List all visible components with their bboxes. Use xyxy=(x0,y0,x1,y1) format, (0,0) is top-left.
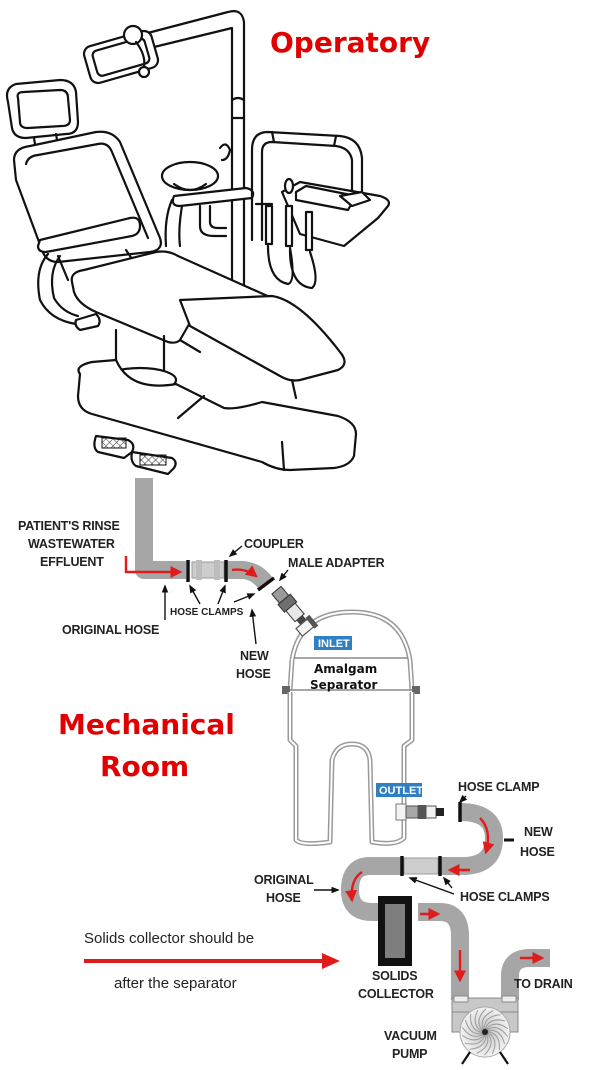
dental-chair-illustration xyxy=(5,10,391,476)
cuspidor xyxy=(160,143,255,248)
coupler-lower xyxy=(403,857,439,875)
chair-headrest xyxy=(5,78,80,152)
solids-collector-label-line1: SOLIDS xyxy=(372,969,417,983)
hose-clamp xyxy=(256,576,276,592)
amalgam-separator: INLET Amalgam Separator OUTLET xyxy=(282,609,444,847)
pump-vane xyxy=(470,1013,481,1033)
upper-plumbing xyxy=(124,478,307,625)
pump-vane xyxy=(484,1034,492,1056)
effluent-label-line2: WASTEWATER xyxy=(28,537,115,551)
inlet-label: INLET xyxy=(318,638,350,650)
original-hose-lower-label-line2: HOSE xyxy=(266,891,301,905)
flow-arrow xyxy=(479,817,495,855)
pump-vane xyxy=(489,1031,500,1051)
effluent-label-line3: EFFLUENT xyxy=(40,555,104,569)
pump-vane xyxy=(487,1023,509,1030)
new-hose-label-line1: NEW xyxy=(240,649,269,663)
new-hose-label-line2: HOSE xyxy=(236,667,271,681)
chair-backrest xyxy=(12,130,162,282)
outlet-fitting xyxy=(395,803,444,821)
hose-clamps-label: HOSE CLAMPS xyxy=(170,607,244,618)
lower-labels: HOSE CLAMP NEW HOSE ORIGINAL HOSE HOSE C… xyxy=(254,780,573,1061)
pump-vane xyxy=(476,1036,489,1054)
pump-vane xyxy=(481,1010,494,1028)
outlet-tag xyxy=(376,783,422,797)
mechanical-room-title-line2: Room xyxy=(100,750,189,783)
original-hose-lower-label-line1: ORIGINAL xyxy=(254,873,314,887)
operatory-light xyxy=(82,10,246,302)
pump-vane xyxy=(488,1027,508,1037)
flow-arrow xyxy=(124,556,183,578)
new-hose-lower-label-line1: NEW xyxy=(524,825,553,839)
chair-base xyxy=(76,328,358,472)
new-hose-lower xyxy=(440,803,503,875)
outlet-label: OUTLET xyxy=(379,785,423,797)
placement-note: Solids collector should be after the sep… xyxy=(84,930,340,992)
note-arrow-head xyxy=(322,953,340,969)
male-adapter-label: MALE ADAPTER xyxy=(288,556,385,570)
pump-vane xyxy=(483,1014,501,1028)
new-hose-lower-label-line2: HOSE xyxy=(520,845,555,859)
effluent-label-line1: PATIENT'S RINSE xyxy=(18,519,120,533)
original-hose-label: ORIGINAL HOSE xyxy=(62,623,159,637)
mechanical-room-title-line1: Mechanical xyxy=(58,708,235,741)
pump-vane xyxy=(489,1033,496,1055)
separator-name-line1: Amalgam xyxy=(314,662,377,676)
male-adapter xyxy=(271,585,307,625)
foot-pedals xyxy=(93,434,177,476)
flow-arrow xyxy=(345,871,363,903)
chair-armrest xyxy=(37,252,101,332)
lower-plumbing xyxy=(341,802,550,1065)
vacuum-pump xyxy=(451,995,519,1065)
pump-vane xyxy=(474,1009,481,1031)
coupler-label: COUPLER xyxy=(244,537,304,551)
delivery-unit xyxy=(250,130,391,290)
pump-vane xyxy=(464,1019,481,1035)
note-line2: after the separator xyxy=(114,975,237,992)
operatory-title: Operatory xyxy=(270,26,430,59)
upper-labels: PATIENT'S RINSE WASTEWATER EFFLUENT COUP… xyxy=(18,519,385,681)
inlet-tag xyxy=(314,636,352,650)
solids-collector-label-line2: COLLECTOR xyxy=(358,987,434,1001)
pump-vane xyxy=(489,1029,506,1045)
new-hose xyxy=(226,561,274,590)
to-drain-label: TO DRAIN xyxy=(514,977,573,991)
note-line1: Solids collector should be xyxy=(84,930,254,947)
pump-vane xyxy=(485,1019,506,1028)
pump-vane xyxy=(462,1027,482,1037)
pump-vane xyxy=(461,1034,483,1041)
pump-vane xyxy=(478,1008,486,1030)
flow-arrow xyxy=(231,565,258,578)
vacuum-pump-label-line2: PUMP xyxy=(392,1047,427,1061)
original-hose xyxy=(135,478,186,579)
hose-clamps-lower-label: HOSE CLAMPS xyxy=(460,890,549,904)
hose-clamp-label: HOSE CLAMP xyxy=(458,780,539,794)
vacuum-pump-label-line1: VACUUM xyxy=(384,1029,437,1043)
chair-seat xyxy=(70,250,346,400)
separator-name-line2: Separator xyxy=(310,678,377,692)
pump-vane xyxy=(469,1036,487,1050)
pump-vane xyxy=(464,1036,485,1045)
